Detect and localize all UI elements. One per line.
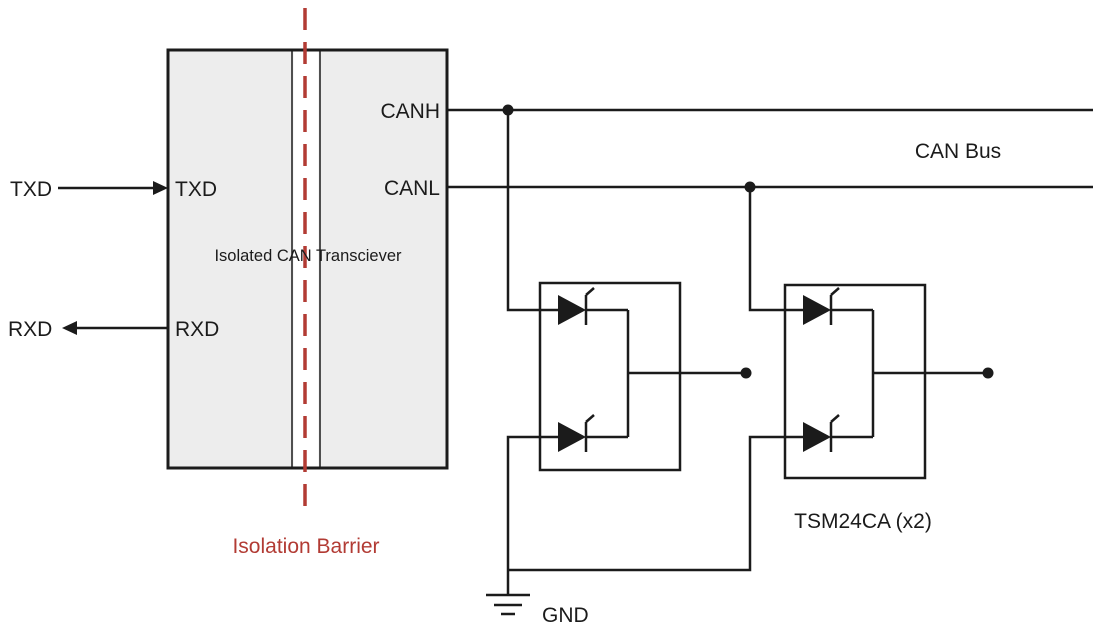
tvs2-lower-diode-icon bbox=[785, 414, 873, 452]
pin-label-rxd: RXD bbox=[175, 318, 219, 341]
txd-arrow-icon bbox=[58, 181, 168, 195]
tvs1-output-dot bbox=[740, 367, 752, 379]
rxd-arrow-icon bbox=[62, 321, 168, 335]
transceiver-label: Isolated CAN Transciever bbox=[214, 247, 402, 265]
tvs2-output-dot bbox=[982, 367, 994, 379]
tvs-block-1 bbox=[538, 281, 752, 472]
tvs1-upper-diode-tail bbox=[585, 287, 595, 296]
tvs-block-2 bbox=[783, 283, 994, 480]
canh-to-tvs1-wire bbox=[506, 110, 540, 312]
tvs1-to-ground-wire bbox=[506, 435, 540, 595]
gnd-label: GND bbox=[542, 604, 589, 627]
tvs2-to-ground-wire bbox=[508, 435, 785, 572]
pin-label-txd: TXD bbox=[175, 178, 217, 201]
ground-icon bbox=[486, 593, 530, 616]
txd-arrowhead bbox=[153, 181, 168, 195]
tvs2-upper-diode-triangle bbox=[803, 295, 831, 325]
pin-label-canl: CANL bbox=[384, 177, 440, 200]
tvs2-lower-diode-tail bbox=[830, 414, 840, 423]
can-bus-label: CAN Bus bbox=[915, 140, 1001, 163]
canl-to-tvs2-wire bbox=[748, 187, 785, 312]
tvs1-lower-diode-triangle bbox=[558, 422, 586, 452]
isolation-barrier-label: Isolation Barrier bbox=[232, 535, 379, 558]
rxd-arrowhead bbox=[62, 321, 77, 335]
txd-signal-label: TXD bbox=[10, 178, 52, 201]
protection-wiring bbox=[506, 110, 785, 595]
tvs1-lower-diode-tail bbox=[585, 414, 595, 423]
tvs1-upper-diode-triangle bbox=[558, 295, 586, 325]
pin-label-canh: CANH bbox=[380, 100, 440, 123]
rxd-signal-label: RXD bbox=[8, 318, 52, 341]
tvs1-lower-diode-icon bbox=[540, 414, 628, 452]
tvs2-upper-diode-tail bbox=[830, 287, 840, 296]
tvs2-lower-diode-triangle bbox=[803, 422, 831, 452]
tvs-part-label: TSM24CA (x2) bbox=[794, 510, 932, 533]
tvs2-upper-diode-icon bbox=[785, 287, 873, 325]
tvs1-upper-diode-icon bbox=[540, 287, 628, 325]
